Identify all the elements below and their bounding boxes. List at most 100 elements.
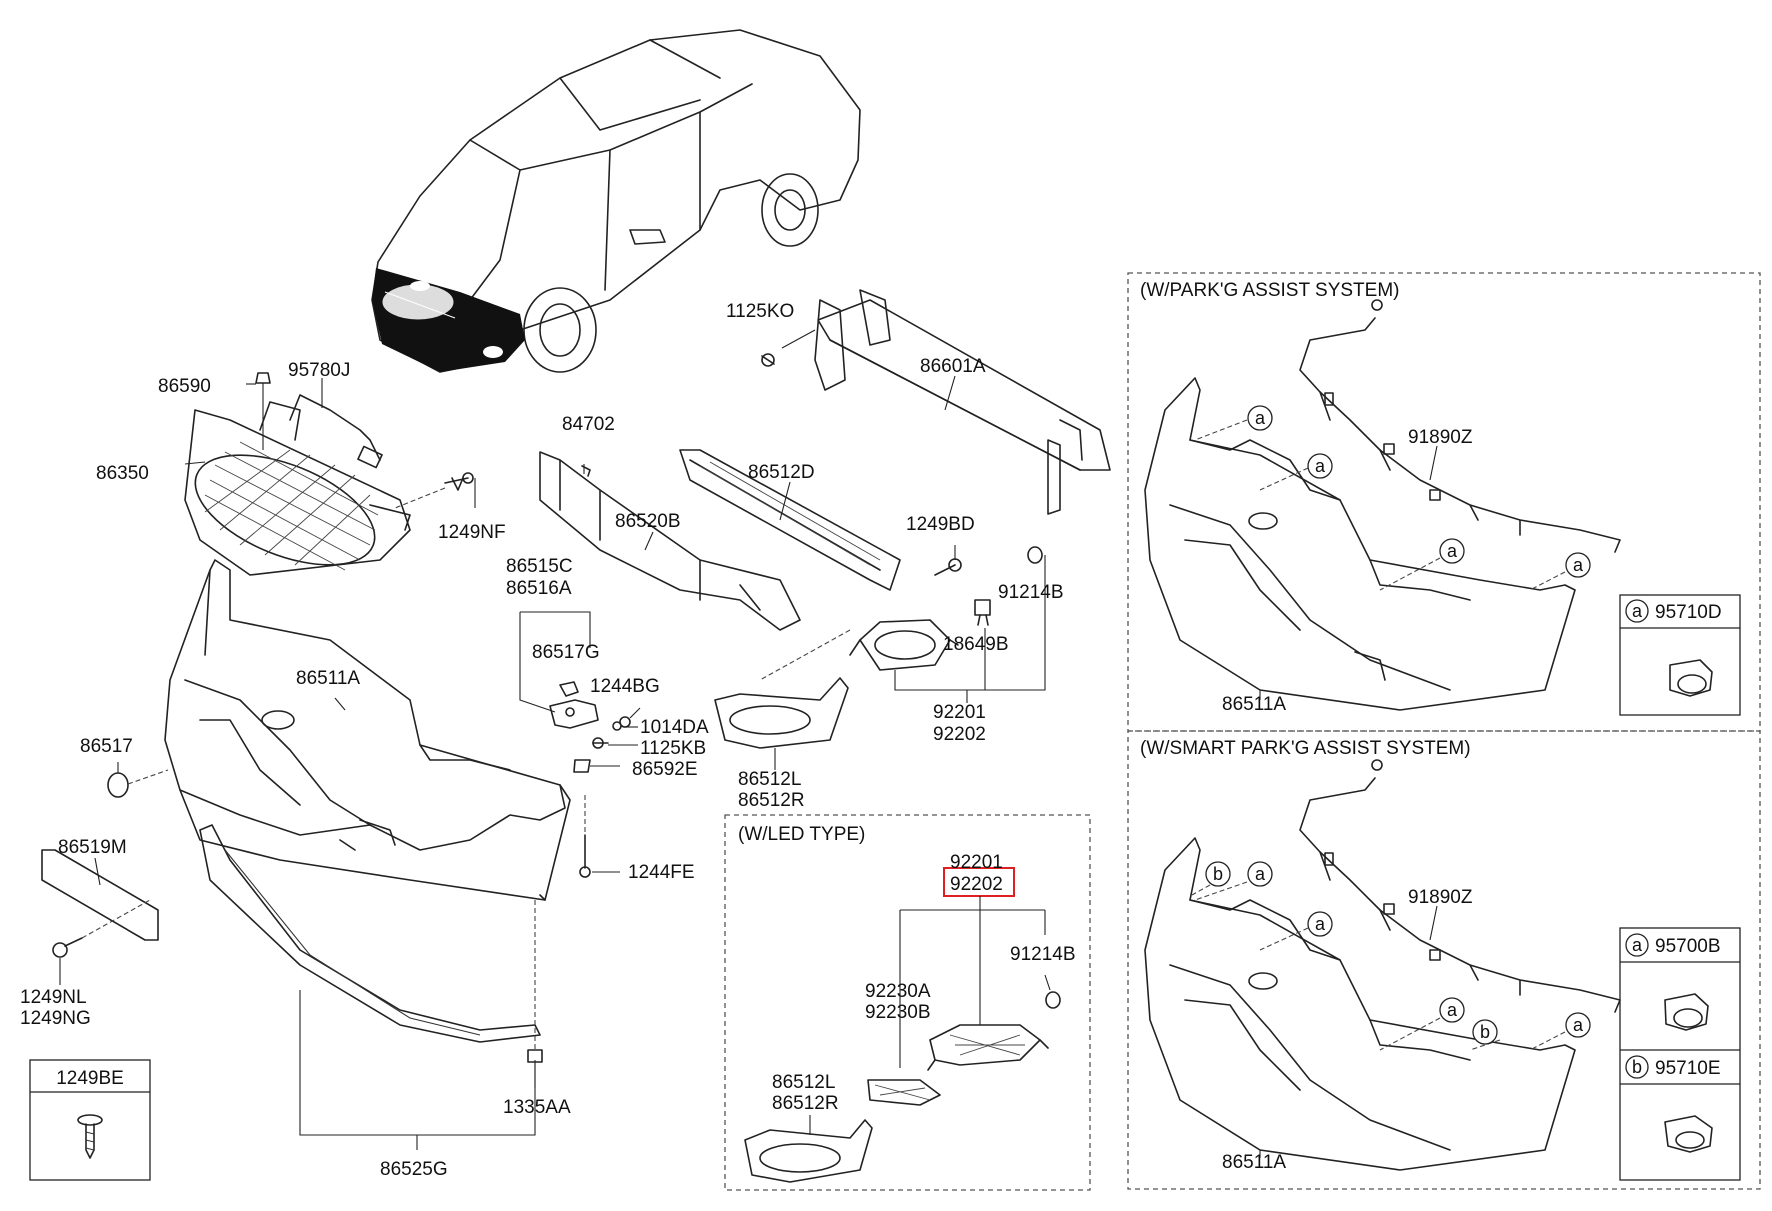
label-1125KO: 1125KO: [726, 301, 794, 322]
radiator-grille: [184, 401, 411, 576]
harness-91890Z-a: [1299, 299, 1621, 553]
marker-a-park-4-text: a: [1573, 555, 1584, 575]
label-86516A: 86516A: [506, 578, 572, 599]
led-strip-92230A: [867, 1079, 941, 1106]
marker-a-smart-2: [1307, 911, 1333, 937]
marker-a-smart-1-text: a: [1255, 864, 1266, 884]
label-91214B-a: 91214B: [998, 582, 1064, 603]
clip-86517G: [559, 681, 579, 697]
legend-marker-a-smart: [1625, 933, 1649, 957]
leader-1125KO: [781, 329, 816, 349]
cap-91214B: [1027, 546, 1046, 580]
label-92202-a: 92202: [933, 724, 986, 745]
legend-box-smart-sensors: [1619, 927, 1741, 1181]
legend-marker-a-park-text: a: [1632, 601, 1643, 621]
dash-b2: [1191, 884, 1211, 896]
legend-code-95710E: 95710E: [1655, 1058, 1721, 1079]
label-86517G: 86517G: [532, 642, 600, 663]
marker-a-park-3: [1439, 538, 1465, 564]
front-bumper-cover: [164, 559, 571, 901]
label-86512L-a: 86512L: [738, 769, 801, 790]
label-86511A-main: 86511A: [296, 668, 360, 689]
led-lamp: [927, 1024, 1049, 1071]
legend-box-park-sensor: [1619, 594, 1741, 716]
label-91890Z-b: 91890Z: [1408, 887, 1473, 908]
label-86525G: 86525G: [380, 1159, 448, 1180]
marker-a-park-2: [1307, 453, 1333, 479]
clip-84702: [581, 465, 591, 477]
dash-a3: [1379, 557, 1441, 591]
marker-b-smart-2: [1472, 1019, 1498, 1045]
label-91214B-b: 91214B: [1010, 944, 1076, 965]
leader-86511A-main: [334, 697, 346, 711]
fog-bezel: [714, 677, 849, 749]
label-86515C: 86515C: [506, 556, 573, 577]
marker-a-park-1-text: a: [1255, 408, 1266, 428]
dash-b3: [1259, 927, 1309, 951]
fog-bezel-led: [744, 1119, 873, 1183]
label-1335AA: 1335AA: [503, 1097, 571, 1118]
bolt-1249NF: [394, 472, 476, 509]
marker-b-smart-1: [1205, 861, 1231, 887]
frame-title-park: (W/PARK'G ASSIST SYSTEM): [1140, 280, 1399, 301]
marker-a-smart-4: [1565, 1012, 1591, 1038]
label-92201-b: 92201: [950, 852, 1003, 873]
marker-a-smart-4-text: a: [1573, 1015, 1584, 1035]
label-1244FE: 1244FE: [628, 862, 695, 883]
dash-b4: [1379, 1017, 1441, 1051]
dash-a4: [1529, 571, 1566, 591]
leader-86350: [184, 461, 206, 465]
label-1125KB: 1125KB: [640, 738, 706, 759]
lower-lip-86525G: [199, 824, 541, 1043]
highlight-92202: [943, 867, 1015, 897]
marker-a-park-1: [1247, 405, 1273, 431]
marker-b-smart-2-text: b: [1480, 1022, 1490, 1042]
energy-absorber: [539, 451, 801, 631]
marker-a-park-3-text: a: [1447, 541, 1458, 561]
dash-b5: [1469, 1039, 1501, 1051]
bulb-18649B: [974, 599, 991, 640]
label-92202-highlighted: 92202: [950, 874, 1003, 895]
lower-grille-strip: [679, 449, 901, 591]
label-1249NF: 1249NF: [438, 522, 506, 543]
screw-1249NL: [52, 899, 151, 985]
label-86512L-b: 86512L: [772, 1072, 835, 1093]
label-1014DA: 1014DA: [640, 717, 709, 738]
bracket-86515C-b: [520, 611, 591, 648]
legend-code-1249BE: 1249BE: [56, 1068, 124, 1089]
legend-marker-b-smart: [1625, 1055, 1649, 1079]
cap-91214B-led: [1044, 974, 1061, 1009]
marker-a-smart-3: [1439, 997, 1465, 1023]
label-1249NL: 1249NL: [20, 987, 87, 1008]
leader-86601A: [944, 375, 956, 411]
label-86350: 86350: [96, 463, 149, 484]
legend-marker-a-smart-text: a: [1632, 935, 1643, 955]
frame-led-type: [724, 814, 1091, 1191]
screw-1125KB: [592, 737, 638, 749]
part-labels: (W/PARK'G ASSIST SYSTEM) (W/SMART PARK'G…: [20, 280, 1722, 1180]
dash-a1: [1194, 419, 1248, 441]
label-86512R-a: 86512R: [738, 790, 805, 811]
tow-cap-86517: [107, 762, 169, 798]
bolt-1249BD: [934, 545, 962, 576]
fog-lamp: [759, 619, 959, 681]
label-86520B: 86520B: [615, 511, 681, 532]
label-84702: 84702: [562, 414, 615, 435]
frame-title-led: (W/LED TYPE): [738, 824, 865, 845]
label-92230A: 92230A: [865, 981, 931, 1002]
label-92230B: 92230B: [865, 1002, 931, 1023]
clip-1335AA: [527, 1049, 543, 1088]
leader-86520B: [644, 531, 654, 551]
marker-a-smart-1: [1247, 861, 1273, 887]
label-86512R-b: 86512R: [772, 1093, 839, 1114]
screw-1244FE: [579, 795, 620, 878]
label-18649B: 18649B: [943, 634, 1009, 655]
bracket-86525G: [299, 990, 536, 1136]
marker-a-park-2-text: a: [1315, 456, 1326, 476]
car-illustration: [371, 29, 861, 373]
legend-box-1249BE: [29, 1059, 151, 1181]
sensor-95780J: [289, 378, 383, 469]
label-86601A: 86601A: [920, 356, 986, 377]
label-86512D: 86512D: [748, 462, 815, 483]
